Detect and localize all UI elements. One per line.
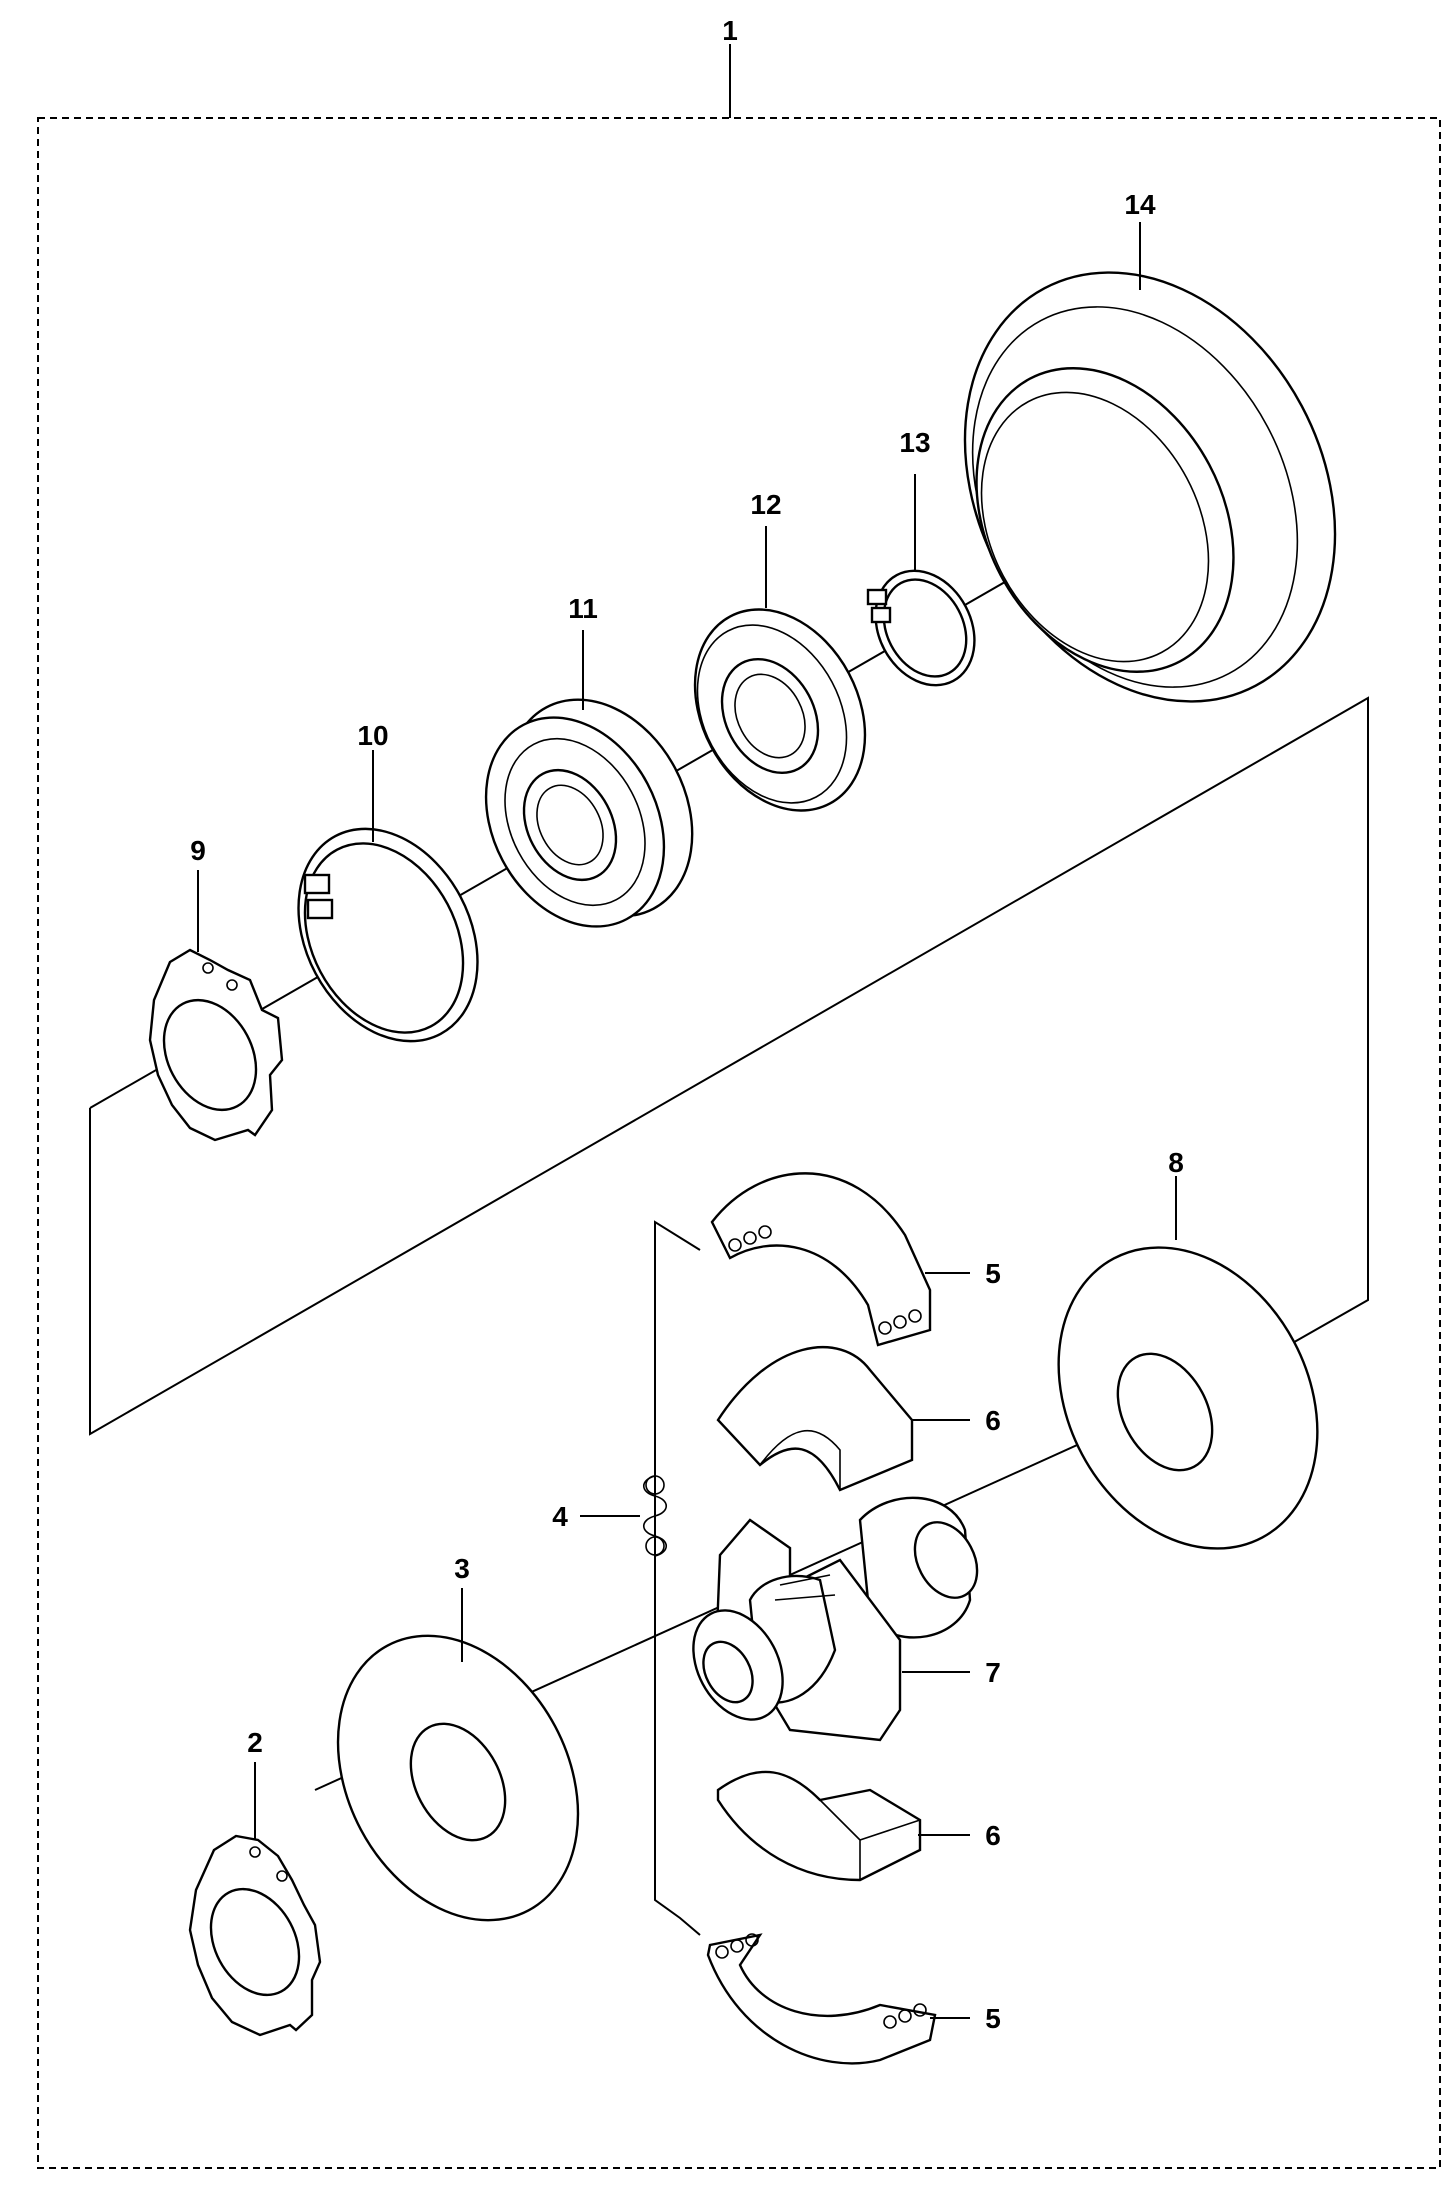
part-5-lower-brake-shoe[interactable]: [706, 1933, 937, 2065]
part-2-lock-washer[interactable]: [188, 1834, 322, 2037]
callout-7[interactable]: 7: [985, 1657, 1001, 1688]
callout-5-upper[interactable]: 5: [985, 1258, 1001, 1289]
callout-8[interactable]: 8: [1168, 1147, 1184, 1178]
part-14-drum[interactable]: [893, 208, 1408, 767]
callout-10[interactable]: 10: [357, 720, 388, 751]
callout-13[interactable]: 13: [899, 427, 930, 458]
part-7-hub[interactable]: [675, 1496, 989, 1742]
part-6-upper-friction-pad[interactable]: [716, 1346, 914, 1492]
upper-axis-connector-left: [89, 696, 1369, 1436]
part-9-lock-washer[interactable]: [146, 948, 284, 1142]
callout-6-upper[interactable]: 6: [985, 1405, 1001, 1436]
part-4-spring[interactable]: [642, 1475, 668, 1557]
callout-4[interactable]: 4: [552, 1501, 568, 1532]
callout-2[interactable]: 2: [247, 1727, 263, 1758]
assembly-frame: [37, 117, 1441, 2169]
callout-1[interactable]: 1: [722, 15, 738, 46]
part-13-circlip[interactable]: [856, 553, 994, 702]
callout-3[interactable]: 3: [454, 1553, 470, 1584]
part-6-lower-friction-pad[interactable]: [716, 1770, 922, 1882]
callout-14[interactable]: 14: [1124, 189, 1156, 220]
part-3-thrust-washer[interactable]: [290, 1594, 625, 1962]
callout-5-lower[interactable]: 5: [985, 2003, 1001, 2034]
callout-12[interactable]: 12: [750, 489, 781, 520]
spring-guide-line: [654, 1220, 701, 1936]
callout-9[interactable]: 9: [190, 835, 206, 866]
part-10-retaining-ring[interactable]: [263, 798, 513, 1073]
part-12-seal[interactable]: [661, 580, 898, 840]
part-8-thrust-washer[interactable]: [1008, 1202, 1368, 1594]
callout-6-lower[interactable]: 6: [985, 1820, 1001, 1851]
part-5-upper-brake-shoe[interactable]: [710, 1172, 932, 1347]
callout-11[interactable]: 11: [568, 593, 598, 624]
part-11-bearing[interactable]: [451, 667, 729, 957]
